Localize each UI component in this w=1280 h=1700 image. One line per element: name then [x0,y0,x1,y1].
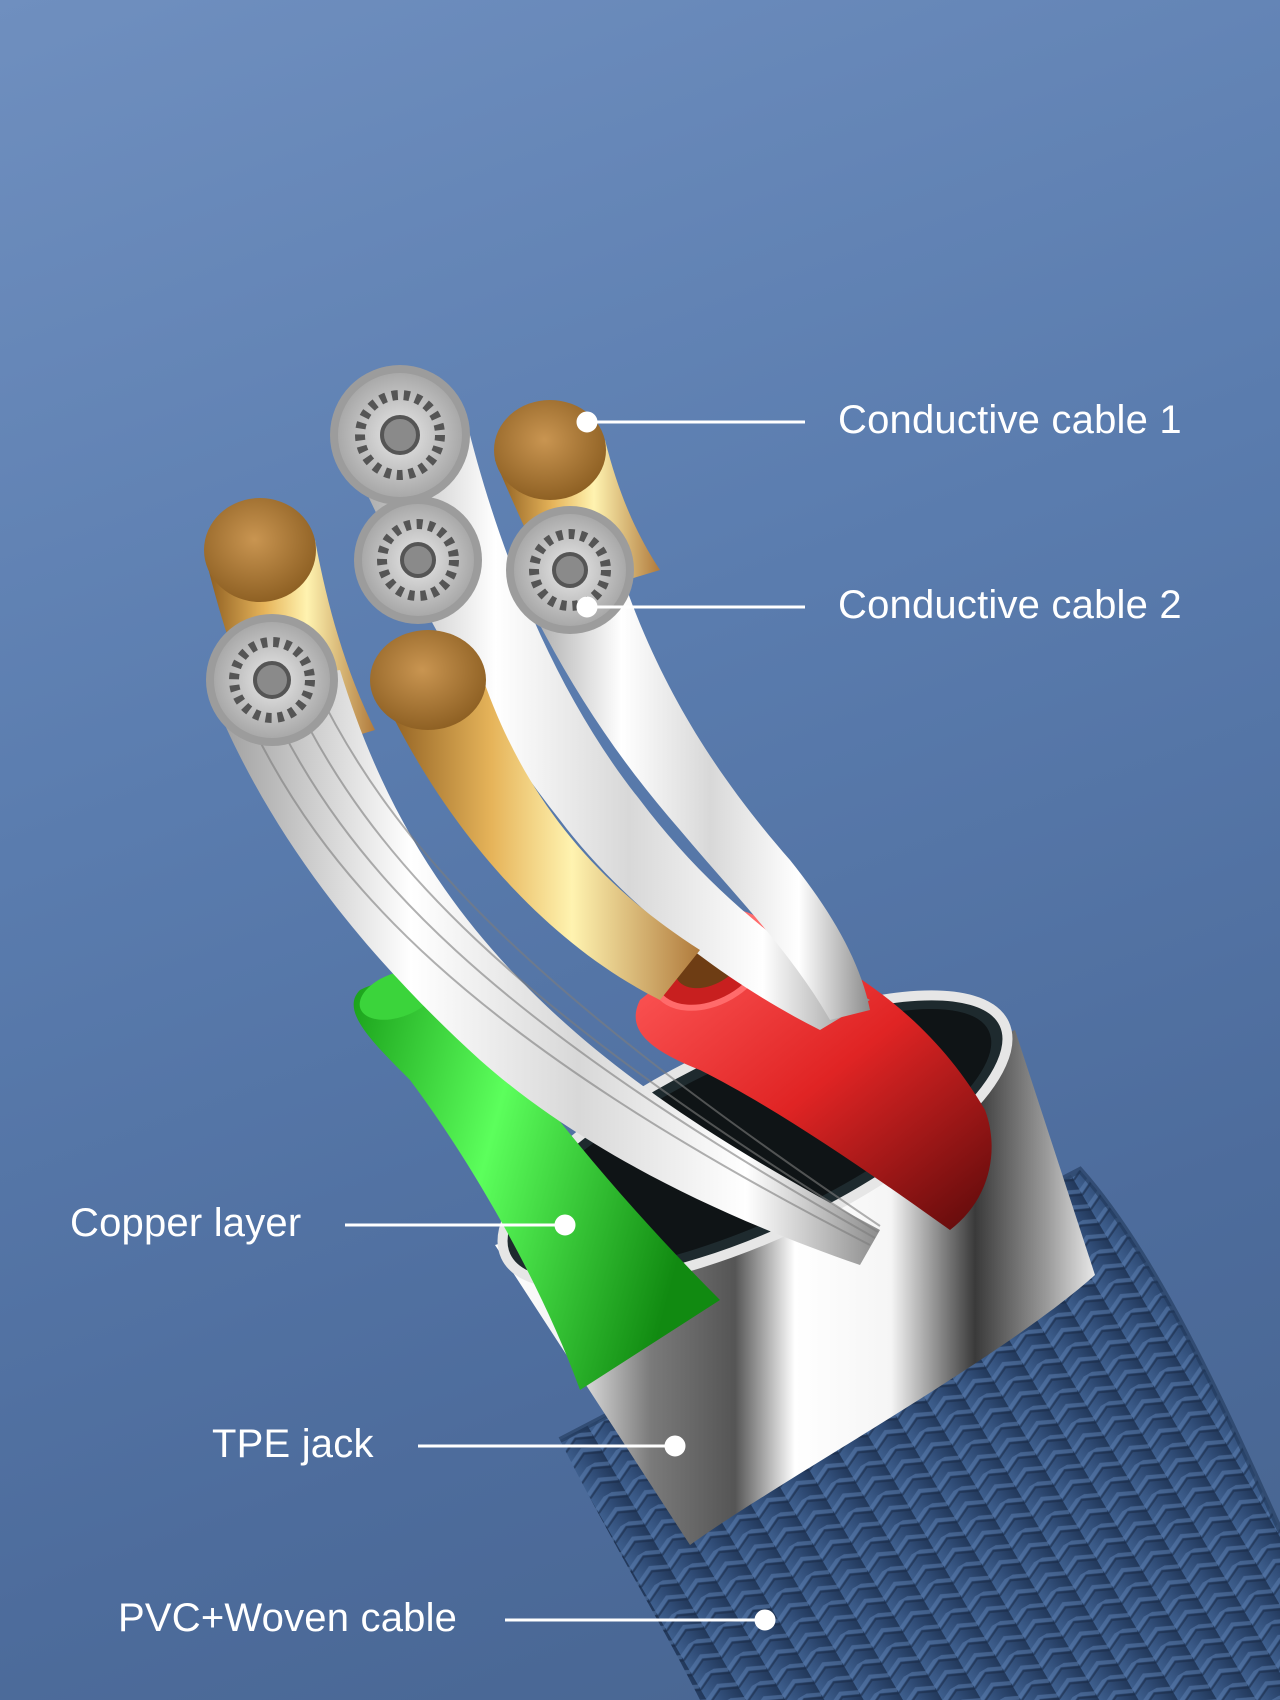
silver-strand-bundle-front [210,670,881,1265]
braided-jacket [558,1166,1280,1700]
label-pvc-woven-cable: PVC+Woven cable [118,1596,458,1640]
stranded-end-right [506,506,634,634]
label-conductive-cable-2: Conductive cable 2 [838,583,1182,627]
label-tpe-jack: TPE jack [212,1422,374,1466]
stranded-end-top [330,365,470,505]
label-conductive-cable-1: Conductive cable 1 [838,398,1182,442]
label-copper-layer: Copper layer [70,1201,302,1245]
callout-leader-lines [345,411,805,1631]
copper-conductor-front [370,630,700,1000]
stranded-end-middle [354,496,482,624]
stranded-end-left [206,614,338,746]
